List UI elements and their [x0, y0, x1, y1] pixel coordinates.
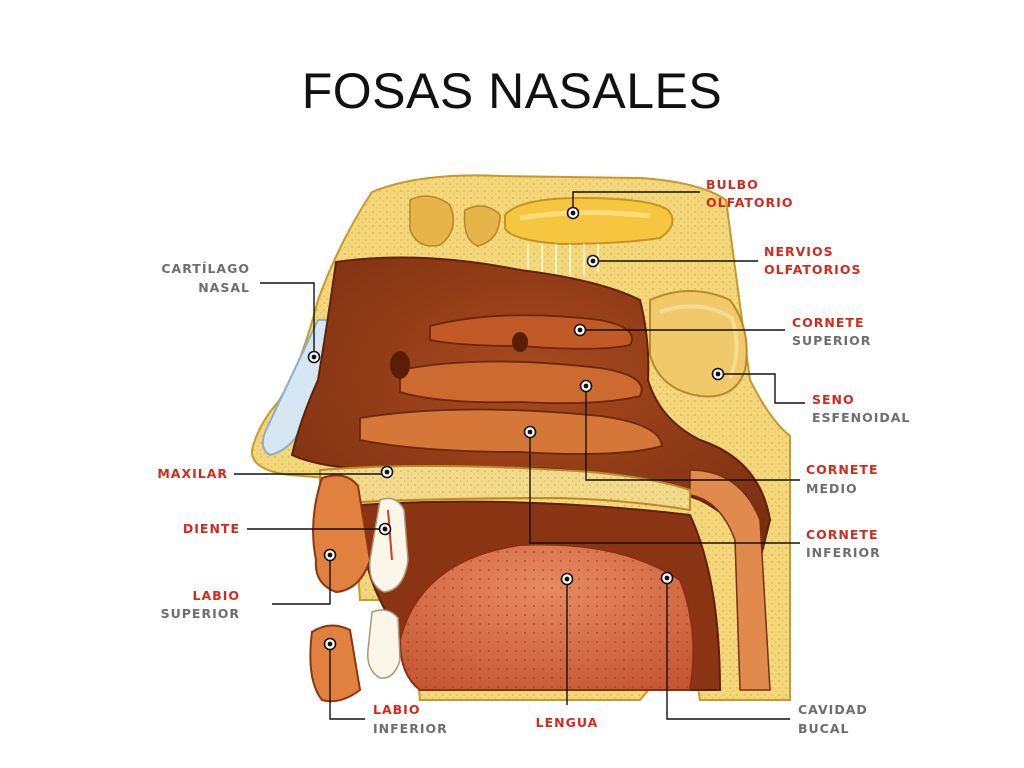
lower-lip [309, 624, 362, 703]
dot-labio-sup [323, 548, 337, 562]
dot-cavidad [660, 571, 674, 585]
label-cornete-inf-line2: INFERIOR [806, 545, 881, 560]
label-labio-inf-line1: LABIO [373, 702, 420, 717]
label-cornete-sup-line1: CORNETE [792, 315, 865, 330]
label-cornete-sup-line2: SUPERIOR [792, 333, 871, 348]
upper-tooth [369, 497, 409, 593]
lower-tooth [367, 609, 401, 679]
dot-cornete-sup [573, 323, 587, 337]
dot-cornete-med [579, 379, 593, 393]
dot-nervios [586, 254, 600, 268]
dot-diente [378, 522, 392, 536]
middle-turbinate [399, 360, 643, 405]
pharynx-wall [689, 469, 771, 691]
dot-labio-inf [323, 637, 337, 651]
label-cartilago-line1: CARTÍLAGO [161, 261, 250, 276]
dot-cartilago [307, 350, 321, 364]
page-title: FOSAS NASALES [301, 63, 723, 119]
olfactory-bulb [504, 196, 674, 246]
leader-bulbo [572, 191, 700, 213]
superior-turbinate [429, 314, 633, 350]
label-nervios-line2: OLFATORIOS [764, 262, 861, 277]
label-seno-line1: SENO [812, 392, 855, 407]
leader-labio-inf [329, 644, 365, 720]
labels: BULBO OLFATORIO NERVIOS OLFATORIOS CARTÍ… [157, 177, 910, 736]
leader-seno [718, 373, 805, 404]
label-labio-inf-line2: INFERIOR [373, 721, 448, 736]
dot-cornete-inf [523, 425, 537, 439]
label-bulbo-line2: OLFATORIO [706, 195, 793, 210]
label-maxilar: MAXILAR [157, 466, 228, 481]
label-cartilago-line2: NASAL [198, 280, 250, 295]
dot-lengua [560, 572, 574, 586]
label-cavidad-line2: BUCAL [798, 721, 850, 736]
label-seno-line2: ESFENOIDAL [812, 410, 910, 425]
leader-lines [234, 191, 805, 720]
dot-bulbo [566, 206, 580, 220]
leader-labio-sup [272, 555, 331, 605]
label-cornete-inf-line1: CORNETE [806, 527, 879, 542]
leader-cartilago [260, 282, 315, 357]
dot-seno [711, 367, 725, 381]
dot-maxilar [380, 465, 394, 479]
label-nervios-line1: NERVIOS [764, 244, 834, 259]
label-labio-sup-line2: SUPERIOR [161, 606, 240, 621]
leader-cornete-med [585, 386, 800, 481]
leader-cornete-inf [529, 432, 800, 544]
marker-dots [307, 206, 725, 651]
ethmoid-cells [409, 195, 501, 247]
label-diente: DIENTE [183, 521, 240, 536]
label-labio-sup-line1: LABIO [193, 588, 240, 603]
label-lengua: LENGUA [536, 715, 599, 730]
label-bulbo-line1: BULBO [706, 177, 759, 192]
label-cavidad-line1: CAVIDAD [798, 702, 868, 717]
label-cornete-med-line2: MEDIO [806, 481, 858, 496]
anatomy-illustration [250, 174, 791, 703]
label-cornete-med-line1: CORNETE [806, 462, 879, 477]
leader-cavidad [666, 578, 790, 720]
